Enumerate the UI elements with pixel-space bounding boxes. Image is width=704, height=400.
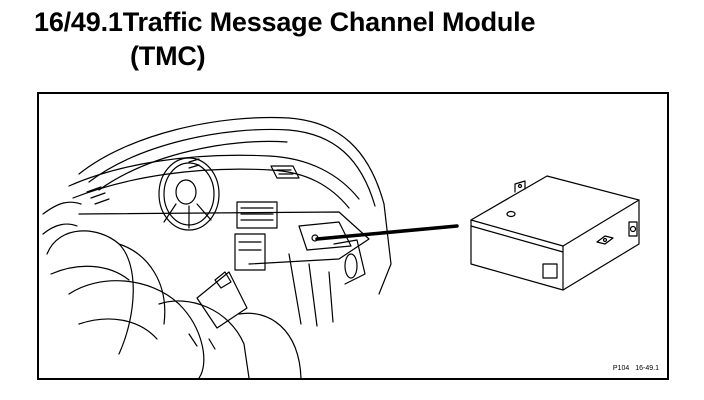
- section-heading: 16/49.1Traffic Message Channel Module (T…: [34, 6, 536, 71]
- section-title-abbreviation: (TMC): [130, 41, 206, 71]
- door-panel: [42, 201, 82, 235]
- windshield-outline: [78, 116, 385, 207]
- location-pointer: [315, 224, 459, 241]
- section-title: Traffic Message Channel Module: [122, 7, 536, 37]
- steering-wheel: [158, 157, 220, 231]
- a-pillar: [378, 203, 392, 295]
- seats: [46, 230, 302, 378]
- figure-number: 16-49.1: [635, 365, 659, 372]
- section-number: 16/49.1: [34, 7, 123, 37]
- figure-reference: P104 16-49.1: [613, 365, 659, 372]
- illustration-frame: P104 16-49.1: [37, 92, 669, 380]
- center-console: [196, 201, 278, 329]
- dashboard: [68, 154, 370, 265]
- tmc-location-illustration: [42, 116, 640, 378]
- figure-code: P104: [612, 365, 630, 372]
- footwell: [288, 239, 366, 327]
- tmc-module: [470, 175, 640, 291]
